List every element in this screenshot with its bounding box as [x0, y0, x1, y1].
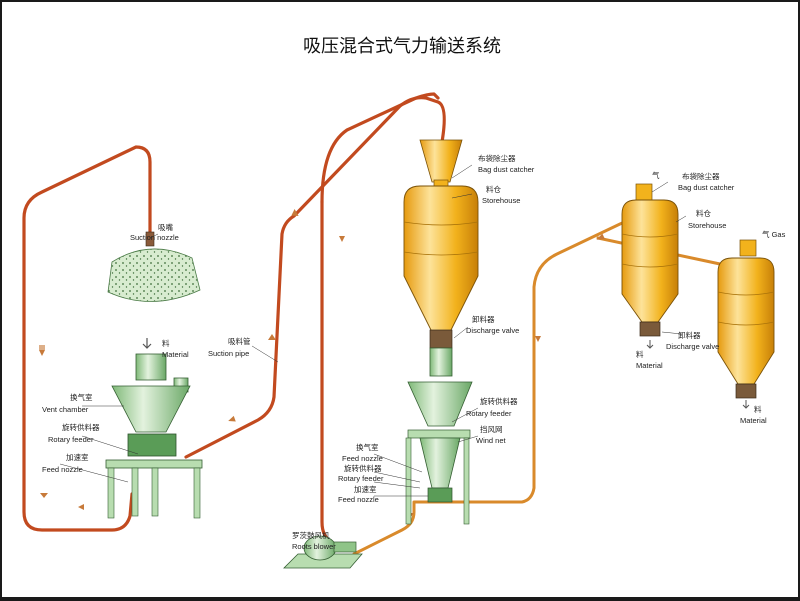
label-material-top-en: Material	[162, 350, 189, 359]
suction-pipe	[184, 92, 446, 544]
label-wind-net-en: Wind net	[476, 436, 507, 445]
label-storehouse-en-right: Storehouse	[688, 221, 726, 230]
label-gas-cn-right1: 气	[652, 170, 660, 180]
label-rotary-feeder-en-left: Rotary feeder	[48, 435, 94, 444]
label-discharge-cn-mid: 卸料器	[472, 314, 495, 324]
label-material-r1-en: Material	[636, 361, 663, 370]
label-roots-en: Roots blower	[292, 542, 336, 551]
diagram-title: 吸压混合式气力输送系统	[303, 36, 501, 57]
label-feed-nozzle-en-mid-top: Feed nozzle	[342, 454, 383, 463]
middle-feeder-unit	[405, 347, 473, 525]
label-roots-cn: 罗茨鼓风机	[292, 530, 330, 540]
label-gas-right2: 气 Gas	[762, 229, 786, 239]
label-suction-pipe-en: Suction pipe	[208, 349, 249, 358]
label-vent-chamber-en-left: Vent chamber	[42, 405, 89, 414]
flow-arrows	[39, 209, 605, 518]
label-rotary-feeder-en-mid: Rotary feeder	[466, 409, 512, 418]
suction-nozzle	[145, 231, 155, 247]
material-pile	[107, 248, 201, 302]
suction-loop-pipe	[22, 145, 152, 532]
label-material-top-cn: 料	[162, 338, 170, 348]
middle-bag-dust-catcher	[419, 139, 463, 191]
label-bag-dust-en-mid: Bag dust catcher	[478, 165, 535, 174]
label-vent-chamber-cn-mid: 换气室	[356, 442, 379, 452]
roots-blower	[283, 535, 363, 569]
label-bag-dust-cn-right: 布袋除尘器	[682, 171, 720, 181]
label-discharge-cn-right: 卸料器	[678, 330, 701, 340]
left-feeder-unit	[105, 338, 203, 519]
label-rotary-feeder-cn-left: 旋转供料器	[62, 422, 100, 432]
label-rotary-feeder-cn-mid2: 旋转供料器	[344, 463, 382, 473]
label-bag-dust-en-right: Bag dust catcher	[678, 183, 735, 192]
label-material-r2-en: Material	[740, 416, 767, 425]
label-storehouse-cn-right: 料仓	[696, 208, 711, 218]
middle-storehouse	[403, 185, 479, 349]
label-feed-nozzle-cn-left: 加速室	[66, 452, 89, 462]
right-tank-2	[717, 239, 775, 409]
leader-lines	[59, 164, 687, 497]
label-suction-pipe-cn: 吸料管	[228, 336, 251, 346]
label-suction-nozzle-en: Suction nozzle	[130, 233, 179, 242]
label-rotary-feeder-cn-mid: 旋转供料器	[480, 396, 518, 406]
label-discharge-en-mid: Discharge valve	[466, 326, 519, 335]
right-tank-1	[621, 183, 679, 349]
label-wind-net-cn: 挡风网	[480, 424, 503, 434]
label-bag-dust-cn-mid: 布袋除尘器	[478, 153, 516, 163]
label-feed-nozzle-en-mid: Feed nozzle	[338, 495, 379, 504]
label-discharge-en-right: Discharge valve	[666, 342, 719, 351]
label-material-r2-cn: 料	[754, 404, 762, 414]
label-feed-nozzle-cn-mid: 加速室	[354, 484, 377, 494]
label-material-r1-cn: 料	[636, 349, 644, 359]
label-feed-nozzle-en-left: Feed nozzle	[42, 465, 83, 474]
label-storehouse-cn-mid: 料仓	[486, 184, 501, 194]
label-storehouse-en-mid: Storehouse	[482, 196, 520, 205]
label-rotary-feeder-en-mid2: Rotary feeder	[338, 474, 384, 483]
label-suction-nozzle-cn: 吸嘴	[158, 222, 173, 232]
label-vent-chamber-cn-left: 换气室	[70, 392, 93, 402]
labels: 吸嘴 Suction nozzle 料 Material 换气室 Vent ch…	[42, 153, 786, 551]
